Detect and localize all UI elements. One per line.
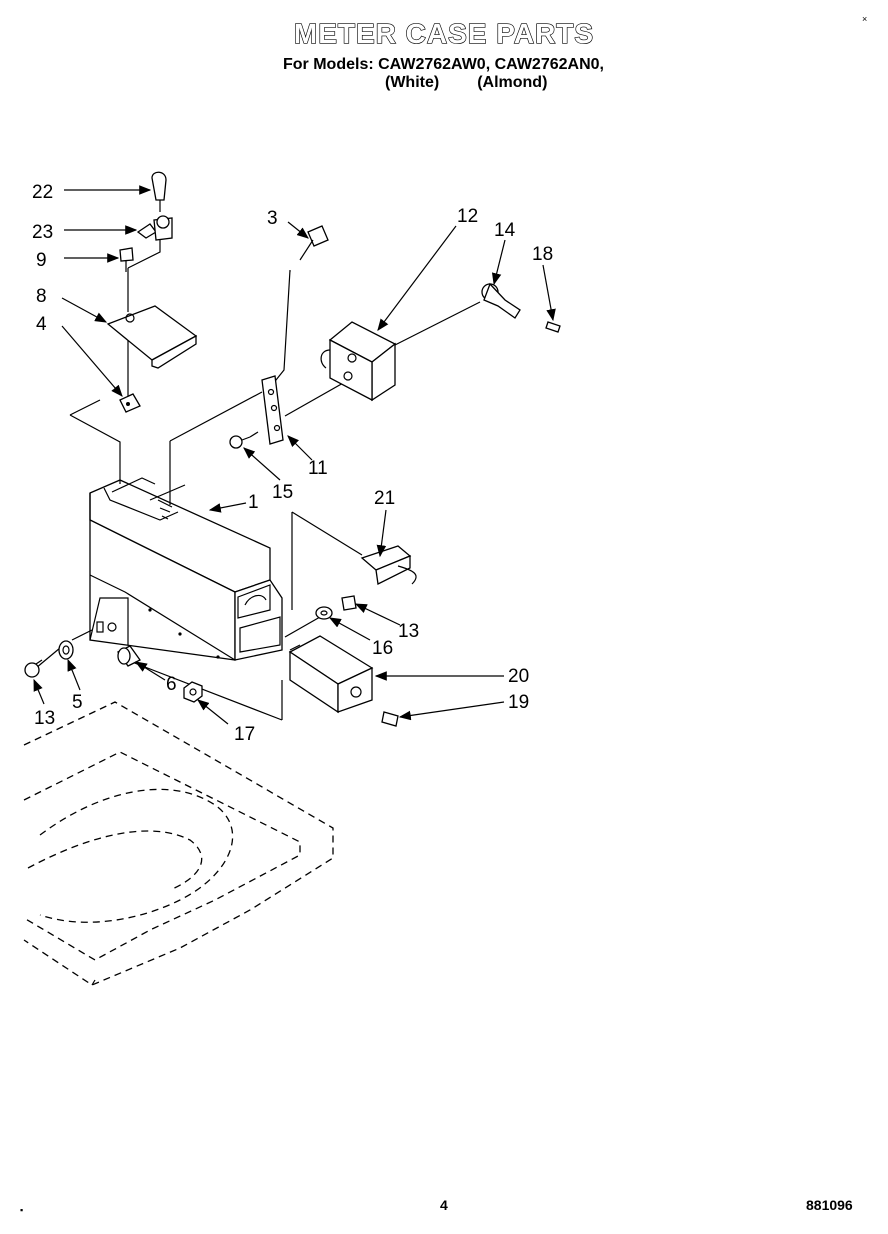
model-variants: (White) (Almond) <box>283 74 604 92</box>
callout-13-left: 13 <box>34 708 55 729</box>
page-title: METER CASE PARTS <box>293 17 595 49</box>
part-20-solenoid <box>288 635 374 714</box>
models-caption: For Models: CAW2762AW0, CAW2762AN0, (Whi… <box>283 56 604 92</box>
part-15-screw <box>229 435 251 449</box>
corner-mark-bottom: ▪ <box>20 1205 24 1215</box>
callout-labels: 22 23 9 8 4 3 12 14 18 11 15 1 21 13 16 … <box>32 182 553 745</box>
part-12-meter <box>320 321 397 402</box>
callout-22: 22 <box>32 182 53 203</box>
callout-8: 8 <box>36 286 47 307</box>
part-8-bracket <box>106 305 198 369</box>
callout-16: 16 <box>372 638 393 659</box>
callout-20: 20 <box>508 666 529 687</box>
variant-almond: (Almond) <box>477 74 548 91</box>
document-code: 881096 <box>806 1197 853 1213</box>
callout-3: 3 <box>267 208 278 229</box>
page-number: 4 <box>440 1197 448 1213</box>
models-line: For Models: CAW2762AW0, CAW2762AN0, <box>283 56 604 73</box>
part-13-screw-left <box>24 659 43 678</box>
callout-21: 21 <box>374 488 395 509</box>
part-23-clip <box>136 215 173 241</box>
callout-12: 12 <box>457 206 478 227</box>
callout-arrows <box>33 185 556 725</box>
part-17-nut <box>183 681 203 703</box>
callout-15: 15 <box>272 482 293 503</box>
callout-14: 14 <box>494 220 516 241</box>
callout-4: 4 <box>36 314 47 335</box>
part-18-screw <box>545 321 561 333</box>
part-9-screw <box>119 247 134 272</box>
part-6-bushing <box>117 645 141 667</box>
callout-19: 19 <box>508 692 529 713</box>
meter-case <box>89 477 283 661</box>
callout-1: 1 <box>248 492 259 513</box>
part-22-knob <box>151 171 167 212</box>
part-11-bracket <box>261 375 284 445</box>
callout-17: 17 <box>234 724 255 745</box>
part-4-clip <box>119 393 141 413</box>
part-21-bracket <box>360 545 417 585</box>
callout-23: 23 <box>32 222 53 243</box>
part-3-screw <box>299 225 329 261</box>
callout-5: 5 <box>72 692 83 713</box>
variant-white: (White) <box>385 74 440 91</box>
callout-11: 11 <box>308 458 328 479</box>
callout-6: 6 <box>166 674 177 695</box>
callout-13-right: 13 <box>398 621 419 642</box>
part-5-washer <box>58 640 74 660</box>
callout-9: 9 <box>36 250 47 271</box>
part-16-washer <box>315 606 333 620</box>
part-19-pin <box>381 711 399 727</box>
callout-18: 18 <box>532 244 553 265</box>
part-13-screw-right <box>341 595 357 611</box>
part-14-switch <box>481 282 521 319</box>
corner-mark-top: × <box>862 14 868 24</box>
washer-top-outline <box>23 701 334 986</box>
